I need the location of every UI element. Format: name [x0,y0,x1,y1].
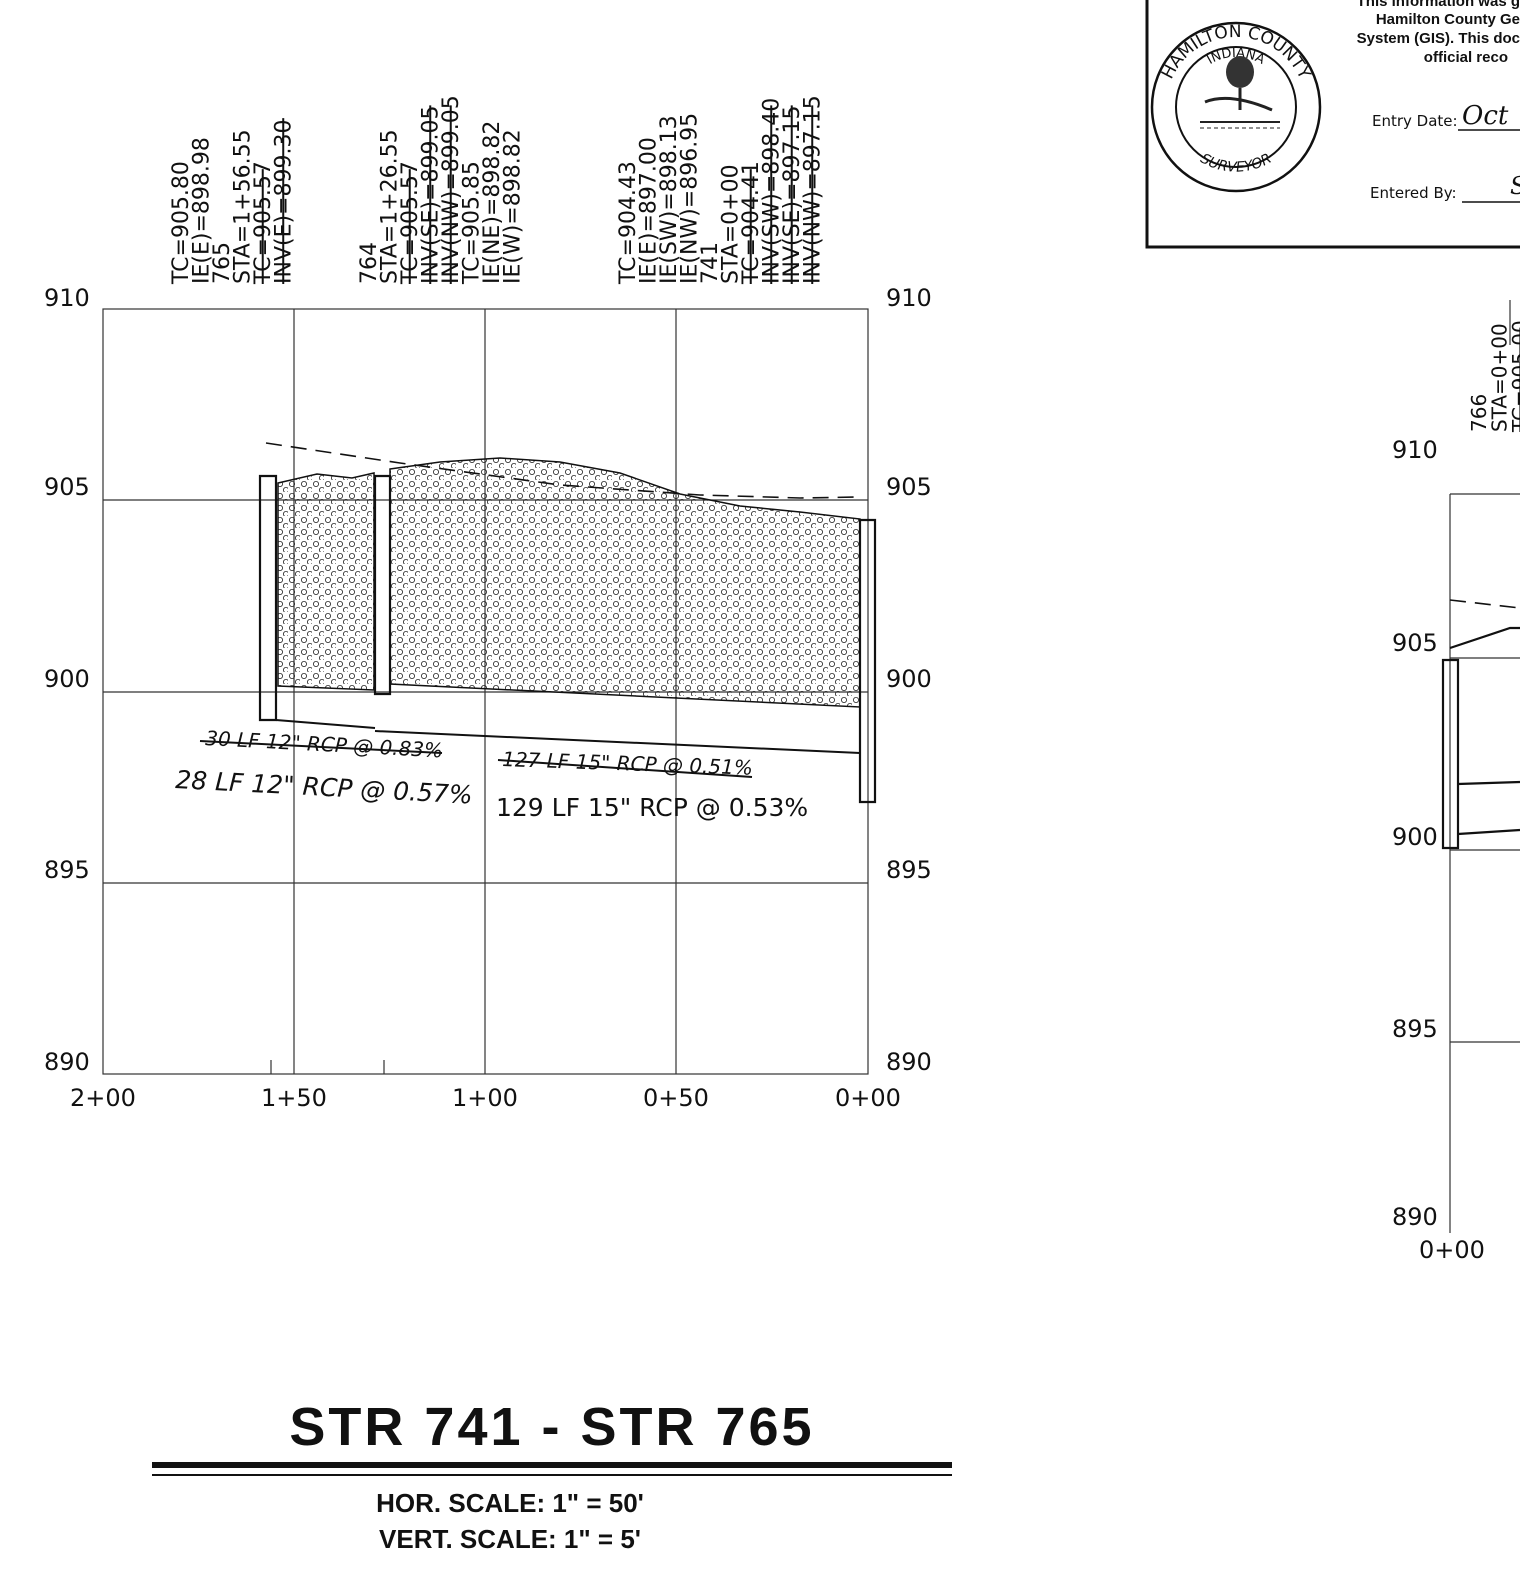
str-764-callout-line: 764 [357,242,382,284]
str-766-callout-line: 766 [1467,394,1491,432]
str-741-callout-line: IE(SW)=898.13 [657,115,682,284]
x-label-2-00: 2+00 [70,1084,136,1112]
title-underline-thick [152,1462,952,1468]
entry-date-value: Oct [1462,101,1509,131]
y-label-left-895: 895 [44,856,90,884]
right-y-label-905: 905 [1392,629,1438,657]
profile-left: 910 905 900 895 890 910 905 900 895 890 … [44,95,952,1554]
x-label-1-00: 1+00 [452,1084,518,1112]
stone-backfill [277,457,861,708]
str-741-callout-line: STA=0+00 [719,164,744,284]
title-underline-thin [152,1474,952,1476]
right-grade-line [1449,599,1520,609]
structure-765 [258,474,278,722]
str-765-callout-line: IE(E)=898.98 [190,137,215,284]
str-765-callout-line: 765 [210,242,235,284]
y-label-left-905: 905 [44,473,90,501]
right-y-label-900: 900 [1392,823,1438,851]
stamp-note-line2: Hamilton County Ge [1376,11,1520,28]
seal-text-bottom: SURVEYOR [1198,151,1274,176]
str-764-callout-line: IE(NE)=898.82 [480,121,505,284]
y-label-left-890: 890 [44,1048,90,1076]
right-x-label-0-00: 0+00 [1419,1236,1485,1264]
y-label-right-890: 890 [886,1048,932,1076]
right-y-label-895: 895 [1392,1015,1438,1043]
structure-741 [858,518,877,804]
str-741-callout-line: 741 [698,242,723,284]
str-764-callout-line: TC=905.85 [460,161,485,285]
y-label-right-905: 905 [886,473,932,501]
pipe1-new-label: 28 LF 12" RCP @ 0.57% [175,765,474,810]
right-y-label-910: 910 [1392,436,1438,464]
stamp-note-line4: official reco [1424,49,1508,66]
str-741-callout-line: IE(NW)=896.95 [678,113,703,284]
str-741-callout-line: TC=904.43 [616,161,641,285]
structure-764 [373,474,392,696]
pipe2-new-label: 129 LF 15" RCP @ 0.53% [496,793,808,822]
existing-grade-line [265,442,861,499]
stamp-note-line1: This information was g [1357,0,1520,10]
str-741-callout-line: IE(E)=897.00 [637,137,662,284]
hor-scale: HOR. SCALE: 1" = 50' [376,1488,644,1518]
str-766-callout-line: TC=905.00 [1508,320,1520,433]
x-label-0-50: 0+50 [643,1084,709,1112]
surveyor-stamp: HAMILTON COUNTY INDIANA SURVEYOR This in… [1145,0,1520,249]
x-label-0-00: 0+00 [835,1084,901,1112]
profile-right-grid [1449,300,1520,1233]
y-label-right-910: 910 [886,284,932,312]
entered-by-value: S [1510,172,1520,200]
seal-emblem-icon [1200,56,1280,129]
str-765-callout-line: STA=1+56.55 [231,129,256,284]
str-766-callout-line: STA=0+00 [1488,323,1512,432]
str-765-callout-line: TC=905.80 [169,161,194,285]
entered-by-label: Entered By: [1370,184,1457,202]
structure-766 [1441,626,1520,850]
profile-right: 910 905 900 895 890 0+00 766STA=0+00TC=9… [1392,300,1520,1264]
y-label-right-895: 895 [886,856,932,884]
county-seal: HAMILTON COUNTY INDIANA SURVEYOR [1150,21,1322,193]
profile-title: STR 741 - STR 765 [289,1397,814,1457]
str-764-callout-line: IE(W)=898.82 [501,129,526,284]
y-label-right-900: 900 [886,665,932,693]
entry-date-label: Entry Date: [1372,112,1458,130]
y-label-left-910: 910 [44,284,90,312]
pipe-runs [275,719,861,802]
right-y-label-890: 890 [1392,1203,1438,1231]
x-label-1-50: 1+50 [261,1084,327,1112]
y-label-left-900: 900 [44,665,90,693]
str-764-callout-line: STA=1+26.55 [378,129,403,284]
stamp-note-line3: System (GIS). This doc [1357,30,1520,47]
vert-scale: VERT. SCALE: 1" = 5' [379,1524,641,1554]
